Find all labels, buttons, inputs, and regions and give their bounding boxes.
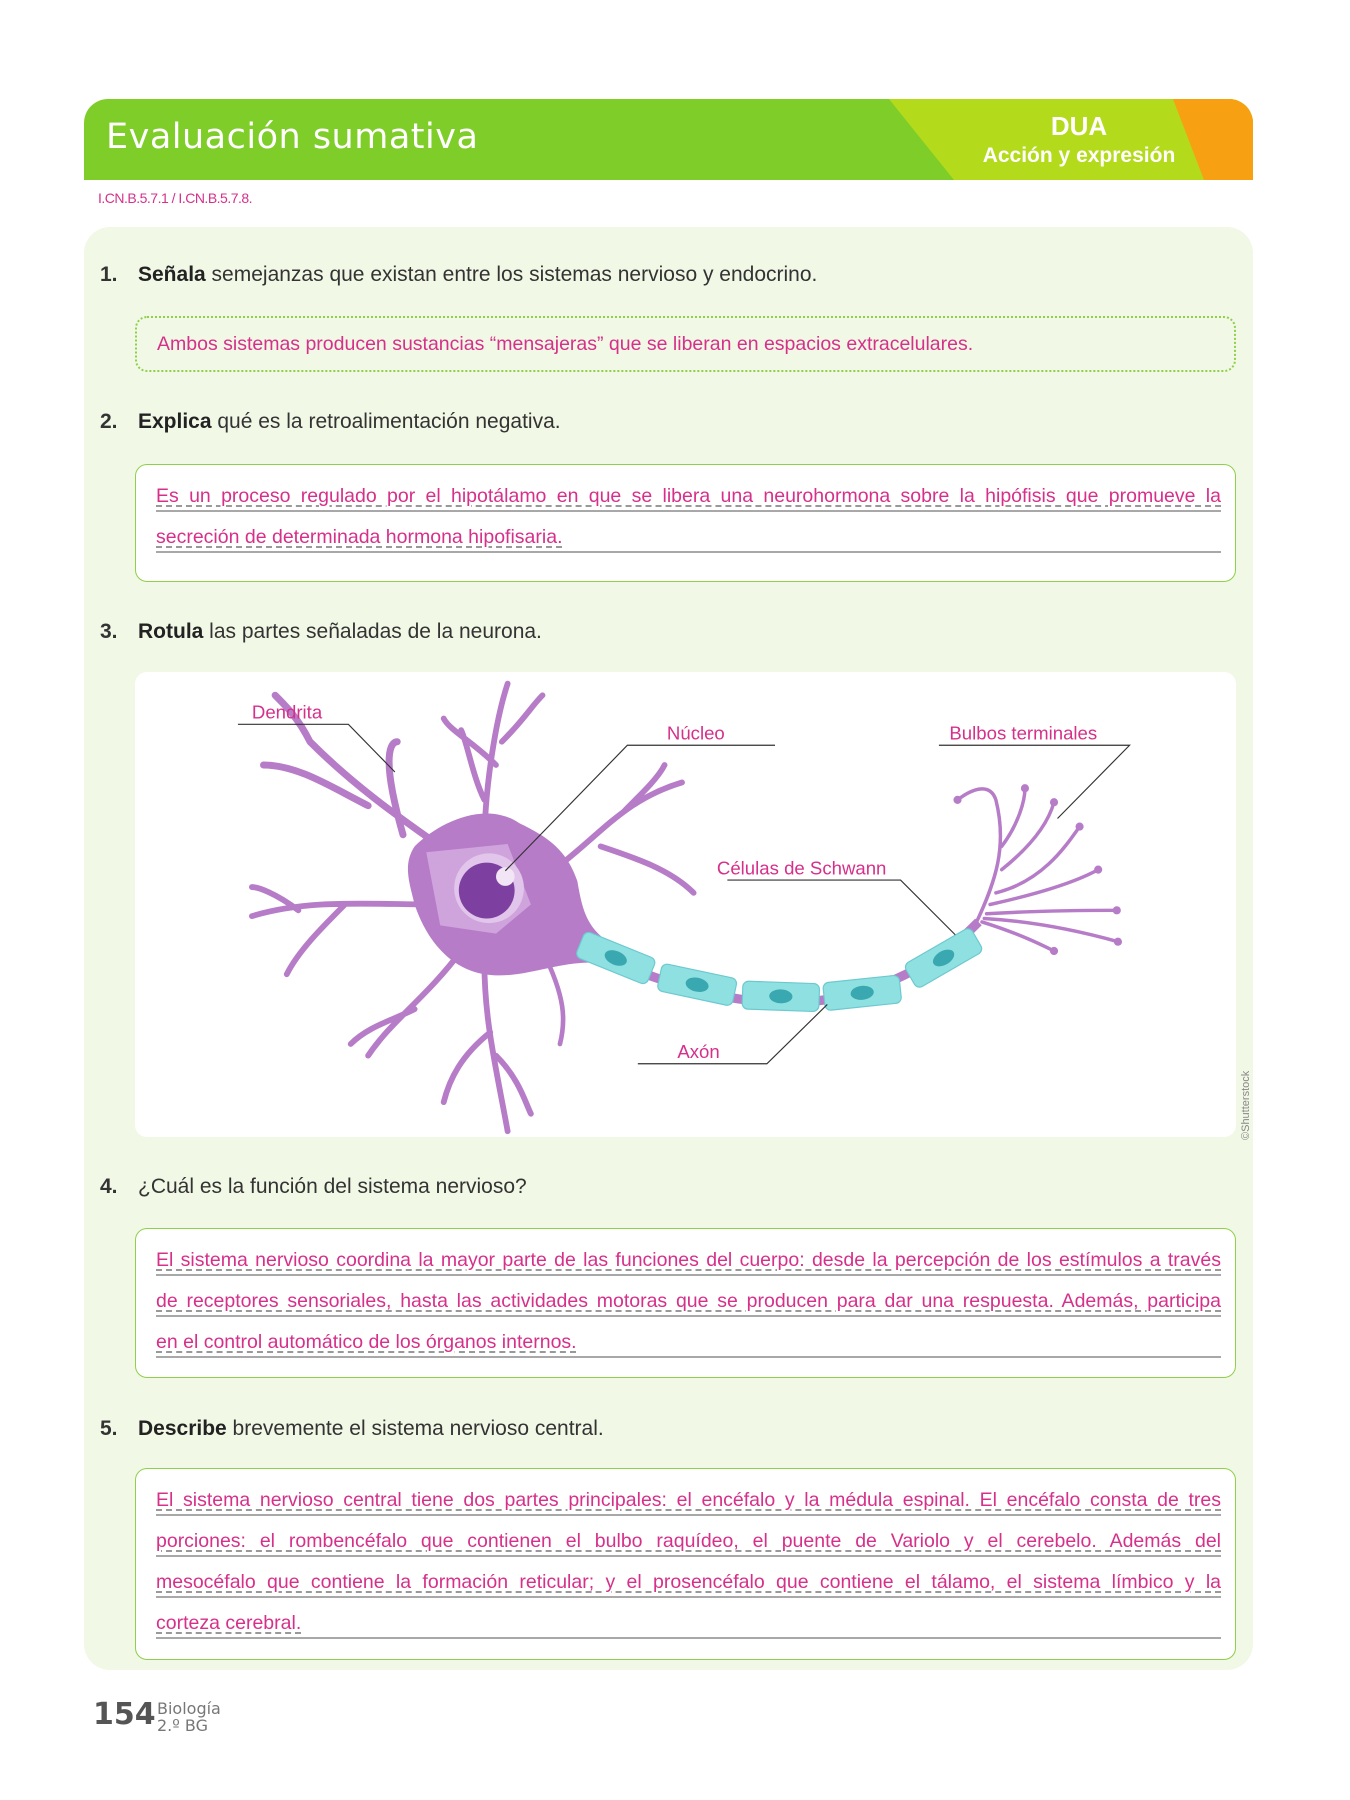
answer-line: El sistema nervioso central tiene dos pa… — [156, 1475, 1221, 1516]
answer-line: de receptores sensoriales, hasta las act… — [156, 1276, 1221, 1317]
subject: Biología — [157, 1699, 221, 1718]
question-number: 1. — [100, 263, 118, 286]
neuron-diagram: Dendrita Núcleo Bulbos terminales Célula… — [135, 672, 1236, 1137]
answer-line: Es un proceso regulado por el hipotálamo… — [156, 471, 1221, 512]
grade: 2.º BG — [157, 1716, 208, 1735]
question-verb: Rotula — [138, 620, 204, 643]
answer-line: secreción de determinada hormona hipofis… — [156, 512, 1221, 553]
question-text: ¿Cuál es la función del sistema nervioso… — [138, 1175, 527, 1198]
book-info: Biología 2.º BG — [157, 1700, 221, 1734]
page-title: Evaluación sumativa — [106, 117, 479, 157]
question-text: qué es la retroalimentación negativa. — [211, 410, 561, 433]
image-credit: ©Shutterstock — [1240, 1070, 1252, 1140]
question-text: las partes señaladas de la neurona. — [203, 620, 542, 643]
answer-line: porciones: el rombencéfalo que contienen… — [156, 1516, 1221, 1557]
answer-line: El sistema nervioso coordina la mayor pa… — [156, 1235, 1221, 1276]
question-text: brevemente el sistema nervioso central. — [226, 1417, 604, 1440]
dua-title: DUA — [1050, 111, 1108, 141]
dua-badge: DUA Acción y expresión — [964, 111, 1194, 168]
answer-box-4[interactable]: El sistema nervioso coordina la mayor pa… — [135, 1228, 1236, 1378]
question-verb: Describe — [138, 1417, 227, 1440]
question-text: semejanzas que existan entre los sistema… — [205, 263, 818, 286]
schwann-cells — [576, 928, 983, 1012]
question-number: 2. — [100, 410, 118, 433]
label-axon: Axón — [677, 1041, 719, 1062]
question-number: 3. — [100, 620, 118, 643]
question-2: 2. Explica qué es la retroalimentación ne… — [100, 410, 561, 434]
answer-line: en el control automático de los órganos … — [156, 1317, 1221, 1358]
answer-text: Ambos sistemas producen sustancias “mens… — [157, 333, 974, 355]
question-1: 1. Señala semejanzas que existan entre lo… — [100, 263, 817, 287]
answer-line: corteza cerebral. — [156, 1598, 1221, 1639]
indicator-code: I.CN.B.5.7.1 / I.CN.B.5.7.8. — [98, 190, 253, 206]
page-number: 154 — [93, 1697, 156, 1732]
question-number: 4. — [100, 1175, 118, 1198]
label-dendrite: Dendrita — [252, 702, 323, 723]
question-4: 4. ¿Cuál es la función del sistema nervio… — [100, 1175, 527, 1199]
header-banner-shapes — [889, 99, 1253, 180]
question-number: 5. — [100, 1417, 118, 1440]
label-nucleus: Núcleo — [667, 722, 725, 743]
section-header: Evaluación sumativa DUA Acción y expresi… — [84, 99, 1253, 180]
label-schwann: Células de Schwann — [717, 857, 887, 878]
answer-box-5[interactable]: El sistema nervioso central tiene dos pa… — [135, 1468, 1236, 1660]
question-verb: Señala — [138, 263, 206, 286]
question-3: 3. Rotula las partes señaladas de la neur… — [100, 620, 542, 644]
answer-box-2[interactable]: Es un proceso regulado por el hipotálamo… — [135, 464, 1236, 582]
question-verb: Explica — [138, 410, 212, 433]
axon-terminals — [955, 786, 1120, 953]
question-5: 5. Describe brevemente el sistema nervios… — [100, 1417, 604, 1441]
answer-line: mesocéfalo que contiene la formación ret… — [156, 1557, 1221, 1598]
label-terminals: Bulbos terminales — [949, 722, 1097, 743]
answer-box-1[interactable]: Ambos sistemas producen sustancias “mens… — [135, 316, 1236, 372]
leader-lines — [237, 723, 1131, 1065]
dua-subtitle: Acción y expresión — [982, 144, 1176, 167]
neuron-illustration: Dendrita Núcleo Bulbos terminales Célula… — [237, 680, 1131, 1135]
